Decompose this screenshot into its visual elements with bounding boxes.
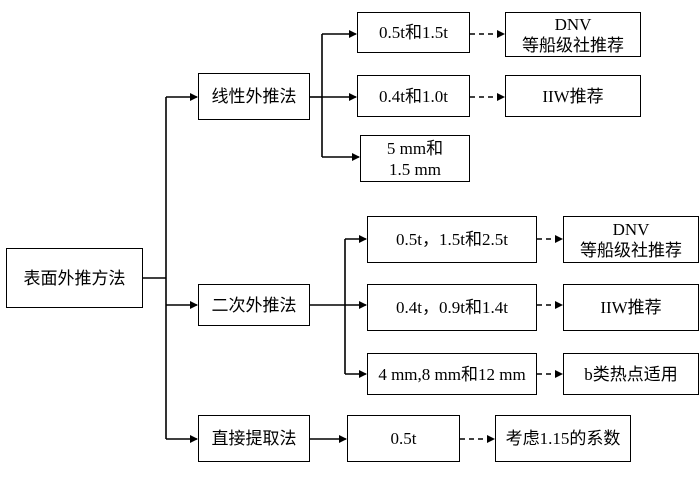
note-label: DNV 等船级社推荐 [580,219,682,260]
method-label: 直接提取法 [211,429,297,448]
note-box: DNV 等船级社推荐 [563,216,699,263]
note-label: IIW推荐 [542,86,604,106]
point-label: 0.4t，0.9t和1.4t [396,298,508,317]
note-label: 考虑1.15的系数 [505,429,621,448]
note-box: b类热点适用 [563,353,699,395]
point-box: 0.4t和1.0t [357,75,470,117]
point-box: 0.5t，1.5t和2.5t [367,216,537,263]
method-box-quadratic: 二次外推法 [198,284,310,326]
point-label: 5 mm和 1.5 mm [386,138,444,179]
point-box: 0.5t和1.5t [357,12,470,53]
root-box: 表面外推方法 [6,248,143,308]
method-label: 二次外推法 [211,295,297,315]
note-label: b类热点适用 [584,364,678,384]
method-box-direct: 直接提取法 [198,415,310,462]
note-box: IIW推荐 [505,75,641,117]
point-label: 0.5t [390,429,417,448]
method-label: 线性外推法 [211,87,297,106]
note-box: IIW推荐 [563,284,699,331]
root-label: 表面外推方法 [23,268,126,288]
note-box: DNV 等船级社推荐 [505,12,641,57]
point-label: 0.5t，1.5t和2.5t [396,230,508,249]
note-label: IIW推荐 [600,298,662,317]
method-box-linear: 线性外推法 [198,73,310,120]
point-box: 0.4t，0.9t和1.4t [367,284,537,331]
point-box: 5 mm和 1.5 mm [360,135,470,182]
point-label: 0.4t和1.0t [379,86,448,106]
point-box: 4 mm,8 mm和12 mm [367,353,537,395]
point-label: 4 mm,8 mm和12 mm [378,364,526,384]
note-box: 考虑1.15的系数 [495,415,631,462]
point-box: 0.5t [347,415,460,462]
point-label: 0.5t和1.5t [379,23,448,42]
note-label: DNV 等船级社推荐 [522,14,624,55]
